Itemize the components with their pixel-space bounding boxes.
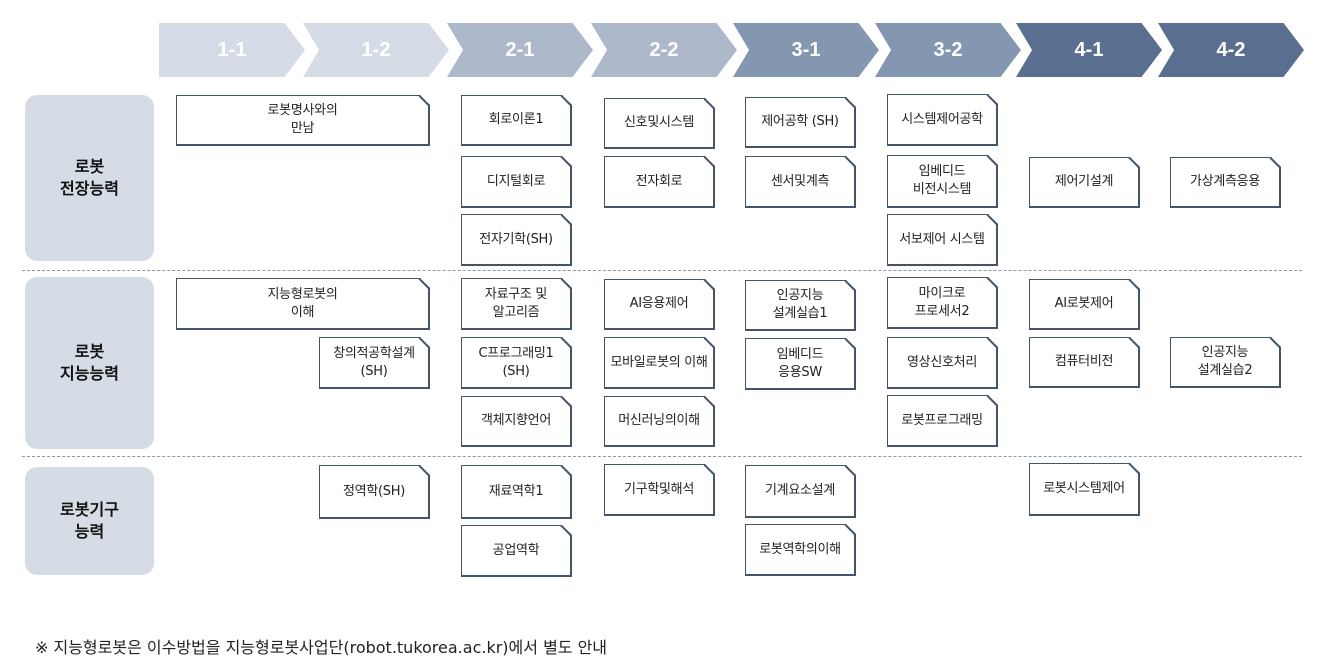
stage-arrow-4-1: 4-1 xyxy=(1016,23,1162,77)
course-box: 제어기설계 xyxy=(1029,157,1140,208)
course-box: 제어공학 (SH) xyxy=(745,97,856,148)
course-box: 정역학(SH) xyxy=(319,465,430,519)
footnote: ※ 지능형로봇은 이수방법을 지능형로봇사업단(robot.tukorea.ac… xyxy=(35,638,608,657)
stage-label: 1-1 xyxy=(217,38,247,61)
course-box: AI로봇제어 xyxy=(1029,279,1140,330)
course-box: 전자회로 xyxy=(604,156,715,208)
course-box: 디지털회로 xyxy=(461,156,572,208)
row-separator xyxy=(22,270,1302,271)
course-box: 모바일로봇의 이해 xyxy=(604,337,715,389)
course-box: 가상계측응용 xyxy=(1170,157,1281,208)
course-box: 객체지향언어 xyxy=(461,396,572,447)
category-mechanism: 로봇기구 능력 xyxy=(25,467,154,575)
course-box: 로봇역학의이해 xyxy=(745,524,856,576)
stage-arrow-1-1: 1-1 xyxy=(159,23,305,77)
course-box: 창의적공학설계 (SH) xyxy=(319,337,430,389)
course-box: 회로이론1 xyxy=(461,95,572,146)
category-intelligence: 로봇 지능능력 xyxy=(25,277,154,449)
course-box: 공업역학 xyxy=(461,525,572,577)
stage-arrow-1-2: 1-2 xyxy=(303,23,449,77)
stage-label: 3-2 xyxy=(933,38,963,61)
course-box: 로봇프로그래밍 xyxy=(887,395,998,447)
course-box: 머신러닝의이해 xyxy=(604,396,715,447)
stage-arrow-3-2: 3-2 xyxy=(875,23,1021,77)
course-box: 임베디드 비전시스템 xyxy=(887,155,998,208)
course-box: 기구학및해석 xyxy=(604,464,715,516)
stage-label: 1-2 xyxy=(361,38,391,61)
stage-label: 3-1 xyxy=(791,38,821,61)
course-box: C프로그래밍1 (SH) xyxy=(461,337,572,389)
course-box: 영상신호처리 xyxy=(887,337,998,389)
course-box: 컴퓨터비전 xyxy=(1029,337,1140,388)
stage-arrow-2-2: 2-2 xyxy=(591,23,737,77)
course-box: 임베디드 응용SW xyxy=(745,338,856,390)
course-box: 전자기학(SH) xyxy=(461,214,572,266)
course-box: 재료역학1 xyxy=(461,465,572,519)
course-box: 로봇명사와의 만남 xyxy=(176,95,430,146)
stage-arrow-3-1: 3-1 xyxy=(733,23,879,77)
course-box: 신호및시스템 xyxy=(604,98,715,149)
course-box: 마이크로 프로세서2 xyxy=(887,277,998,329)
course-box: 자료구조 및 알고리즘 xyxy=(461,278,572,330)
stage-arrow-2-1: 2-1 xyxy=(447,23,593,77)
course-box: 인공지능 설계실습2 xyxy=(1170,337,1281,388)
stage-arrow-4-2: 4-2 xyxy=(1158,23,1304,77)
course-box: 로봇시스템제어 xyxy=(1029,463,1140,516)
course-box: 기계요소설계 xyxy=(745,465,856,518)
course-box: 센서및계측 xyxy=(745,156,856,208)
category-electrical: 로봇 전장능력 xyxy=(25,95,154,261)
stage-label: 2-2 xyxy=(649,38,679,61)
course-box: 시스템제어공학 xyxy=(887,94,998,146)
course-box: 지능형로봇의 이해 xyxy=(176,278,430,330)
stage-label: 2-1 xyxy=(505,38,535,61)
course-box: 서보제어 시스템 xyxy=(887,214,998,266)
course-box: 인공지능 설계실습1 xyxy=(745,280,856,331)
stage-label: 4-1 xyxy=(1074,38,1104,61)
row-separator xyxy=(22,456,1302,457)
stage-label: 4-2 xyxy=(1216,38,1246,61)
course-box: AI응용제어 xyxy=(604,279,715,330)
